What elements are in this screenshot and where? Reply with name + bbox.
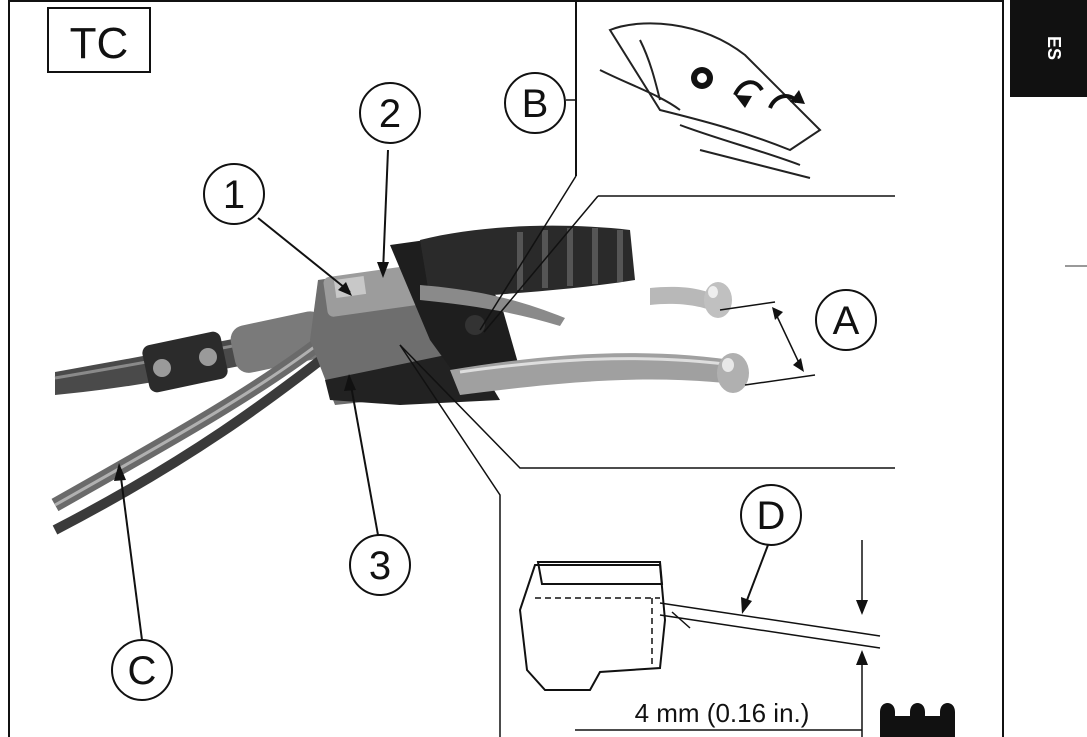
page-edge-mark bbox=[880, 703, 955, 737]
callout-3: 3 bbox=[349, 534, 411, 596]
leader-3 bbox=[349, 379, 379, 536]
inset-b bbox=[575, 0, 822, 179]
callout-1-label: 1 bbox=[223, 173, 245, 217]
callout-2: 2 bbox=[359, 82, 421, 144]
callout-1: 1 bbox=[203, 163, 265, 225]
callout-a-label: A bbox=[833, 299, 860, 343]
clearance-measurement: 4 mm (0.16 in.) bbox=[635, 698, 810, 728]
callout-3-label: 3 bbox=[369, 544, 391, 588]
leader-c bbox=[119, 469, 143, 641]
leader-d bbox=[743, 544, 769, 609]
callout-d-label: D bbox=[757, 494, 786, 538]
callout-c-label: C bbox=[128, 649, 157, 693]
model-label-box: TC bbox=[47, 7, 151, 73]
section-tab: ES bbox=[1010, 0, 1087, 97]
callout-b-label: B bbox=[522, 82, 549, 126]
section-tab-label: ES bbox=[1044, 36, 1064, 60]
leader-2 bbox=[382, 149, 389, 273]
callout-2-label: 2 bbox=[379, 92, 401, 136]
callout-d: D bbox=[740, 484, 802, 546]
callout-a: A bbox=[815, 289, 877, 351]
inset-d: 4 mm (0.16 in.) bbox=[399, 344, 895, 737]
callout-b: B bbox=[504, 72, 566, 134]
model-label: TC bbox=[70, 19, 129, 68]
handlebar-illustration bbox=[51, 225, 749, 535]
leader-1 bbox=[257, 217, 351, 293]
callout-c: C bbox=[111, 639, 173, 701]
